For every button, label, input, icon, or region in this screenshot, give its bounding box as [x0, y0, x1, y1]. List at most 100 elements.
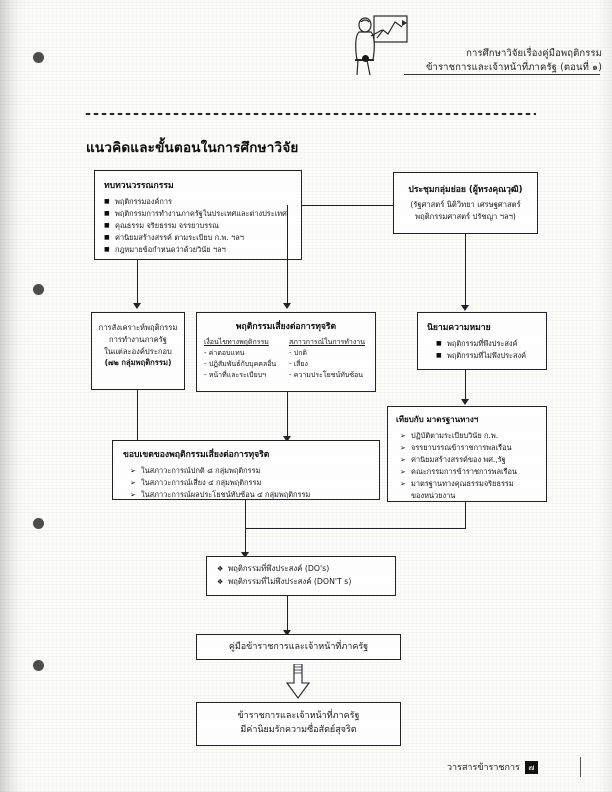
- column-header: เงื่อนไขทางพฤติกรรม: [204, 338, 269, 346]
- node-text: คู่มือข้าราชการและเจ้าหน้าที่ภาครัฐ: [228, 642, 369, 652]
- bullet-arrow-icon: ➢: [400, 455, 406, 464]
- bullet-arrow-icon: ➢: [130, 467, 136, 475]
- page-footer: วารสารข้าราชการ ๗: [447, 760, 538, 774]
- standards-list: ➢ปฏิบัติตามระเบียบวินัย ก.พ. ➢จรรยาบรรณข…: [400, 430, 538, 502]
- cell: - หน้าที่และระเบียบฯ: [204, 370, 267, 379]
- cell: - ความประโยชน์ทับซ้อน: [289, 370, 364, 379]
- node-corruption-risk-behaviour: พฤติกรรมเสี่ยงต่อการทุจริต เงื่อนไขทางพฤ…: [196, 312, 376, 392]
- down-arrow-icon: [461, 305, 469, 311]
- node-text: ในแต่ละองค์ประกอบ: [104, 346, 172, 356]
- node-title: ขอบเขตของพฤติกรรมเสี่ยงต่อการทุจริต: [123, 450, 270, 460]
- dos-donts-list: ❖พฤติกรรมที่พึงประสงค์ (DO's) ❖พฤติกรรมท…: [217, 563, 385, 588]
- list-item: ■คุณธรรม จริยธรรม จรรยาบรรณ: [104, 220, 220, 230]
- list-item: ➢ค่านิยมสร้างสรรค์ของ พศ.,รัฐ: [400, 454, 538, 466]
- node-text: (๗๒ กลุ่มพฤติกรรม): [104, 358, 172, 368]
- bullet-square-icon: ■: [104, 233, 110, 241]
- list-item: ของหน่วยงาน: [411, 490, 456, 500]
- bullet-square-icon: ■: [104, 198, 110, 205]
- header-title-line2: ข้าราชการและเจ้าหน้าที่ภาครัฐ (ตอนที่ ๑): [425, 61, 602, 73]
- punch-hole-icon: [33, 518, 44, 529]
- bullet-arrow-icon: ➢: [400, 467, 406, 476]
- bullet-square-icon: ■: [436, 351, 442, 359]
- bullet-arrow-icon: ➢: [130, 490, 136, 499]
- bullet-arrow-icon: ➢: [130, 478, 136, 487]
- list-item: ➢ปฏิบัติตามระเบียบวินัย ก.พ.: [400, 430, 538, 442]
- dotted-divider: [84, 112, 536, 116]
- node-title: ทบทวนวรรณกรรม: [104, 181, 174, 191]
- node-expert-focus-group: ประชุมกลุ่มย่อย (ผู้ทรงคุณวุฒิ) (รัฐศาสต…: [393, 172, 538, 234]
- connector: [465, 502, 466, 528]
- bullet-arrow-icon: ➢: [400, 432, 406, 440]
- node-title: เทียบกับ มาตรฐานทางฯ: [396, 415, 479, 424]
- connector: [287, 596, 288, 634]
- bullet-square-icon: ■: [104, 245, 110, 253]
- down-arrow-icon: [283, 303, 291, 309]
- header-rule: [404, 74, 600, 75]
- list-item: ❖พฤติกรรมที่ไม่พึงประสงค์ (DON'T s): [217, 576, 385, 589]
- node-literature-review: ทบทวนวรรณกรรม ■พฤติกรรมองค์การ ■พฤติกรรม…: [94, 170, 302, 260]
- header-title: การศึกษาวิจัยเรื่องคู่มือพฤติกรรม ข้าราช…: [402, 47, 602, 75]
- node-title: นิยามความหมาย: [427, 323, 491, 333]
- connector: [287, 392, 288, 440]
- node-text: การสังเคราะห์พฤติกรรม: [98, 323, 178, 332]
- list-item: ➢มาตรฐานทางคุณธรรมจริยธรรม: [400, 478, 538, 490]
- down-arrow-icon: [241, 552, 249, 558]
- cell: - ค่าตอบแทน: [204, 348, 245, 357]
- list-item: ➢คณะกรรมการข้าราชการพลเรือน: [400, 466, 538, 478]
- list-item: ■พฤติกรรมที่ไม่พึงประสงค์: [436, 350, 527, 360]
- list-item: ■กฎหมายข้อกำหนดว่าด้วยวินัย ฯลฯ: [104, 244, 226, 254]
- bullet-diamond-icon: ❖: [217, 565, 224, 573]
- list-item: ■ค่านิยมสร้างสรรค์ ตามระเบียบ ก.พ. ฯลฯ: [104, 232, 244, 242]
- bullet-square-icon: ■: [436, 340, 442, 347]
- node-text: พฤติกรรมศาสตร์ ปรัชญา ฯลฯ): [415, 211, 516, 221]
- block-arrow-icon: [285, 664, 311, 699]
- footer-rule: [580, 757, 581, 777]
- node-text: การทำงานภาครัฐ: [109, 334, 167, 344]
- node-dos-and-donts: ❖พฤติกรรมที่พึงประสงค์ (DO's) ❖พฤติกรรมท…: [206, 556, 396, 596]
- node-title: พฤติกรรมเสี่ยงต่อการทุจริต: [235, 322, 337, 332]
- bullet-arrow-icon: ➢: [400, 443, 406, 452]
- list-item: ❖พฤติกรรมที่พึงประสงค์ (DO's): [217, 563, 385, 576]
- literature-review-list: ■พฤติกรรมองค์การ ■พฤติกรรมการทำงานภาครัฐ…: [104, 196, 292, 256]
- header-title-line1: การศึกษาวิจัยเรื่องคู่มือพฤติกรรม: [466, 48, 602, 59]
- connector: [137, 390, 138, 445]
- node-text: ข้าราชการและเจ้าหน้าที่ภาครัฐ: [237, 711, 360, 721]
- node-definitions: นิยามความหมาย ■พฤติกรรมที่พึงประสงค์ ■พฤ…: [417, 312, 547, 370]
- down-arrow-icon: [133, 303, 141, 309]
- cell: - เสี่ยง: [289, 359, 308, 368]
- header-bullet-dot: [362, 55, 369, 62]
- bullet-square-icon: ■: [104, 209, 110, 217]
- page-title: แนวคิดและขั้นตอนในการศึกษาวิจัย: [86, 140, 299, 156]
- down-arrow-icon: [461, 399, 469, 405]
- punch-hole-icon: [33, 52, 44, 63]
- footer-label: วารสารข้าราชการ: [447, 763, 520, 773]
- node-text: มีค่านิยมรักความซื่อสัตย์สุจริต: [240, 724, 357, 735]
- column-header: สภาวการณ์ในการทำงาน: [289, 338, 365, 346]
- list-item: ➢ในสภาวะการณ์ปกติ ๘ กลุ่มพฤติกรรม: [130, 465, 369, 477]
- list-item: ■พฤติกรรมที่พึงประสงค์: [436, 339, 518, 348]
- node-scope: ขอบเขตของพฤติกรรมเสี่ยงต่อการทุจริต ➢ในส…: [112, 440, 380, 500]
- list-item: ■พฤติกรรมองค์การ: [104, 197, 173, 206]
- node-outcome: ข้าราชการและเจ้าหน้าที่ภาครัฐ มีค่านิยมร…: [196, 702, 401, 746]
- connector: [245, 528, 466, 529]
- list-item: ■พฤติกรรมการทำงานภาครัฐในประเทศและต่างปร…: [104, 208, 287, 218]
- list-item: ➢ในสภาวะการณ์เสี่ยง ๔ กลุ่มพฤติกรรม: [130, 477, 369, 489]
- node-text: (รัฐศาสตร์ นิติวิทยา เศรษฐศาสตร์: [410, 200, 521, 209]
- bullet-arrow-icon: ➢: [400, 479, 406, 488]
- punch-hole-icon: [33, 660, 44, 671]
- node-standards-comparison: เทียบกับ มาตรฐานทางฯ ➢ปฏิบัติตามระเบียบว…: [387, 406, 547, 502]
- connector: [465, 370, 466, 403]
- cell: - ปฏิสัมพันธ์กับบุคคลอื่น: [204, 359, 277, 368]
- connector: [137, 260, 138, 307]
- bullet-square-icon: ■: [104, 221, 110, 229]
- node-title: ประชุมกลุ่มย่อย (ผู้ทรงคุณวุฒิ): [408, 185, 523, 195]
- connector: [302, 205, 393, 206]
- definitions-list: ■พฤติกรรมที่พึงประสงค์ ■พฤติกรรมที่ไม่พึ…: [436, 338, 537, 362]
- down-arrow-icon: [283, 436, 291, 442]
- list-item: ➢ในสภาวะการณ์ผลประโยชน์ทับซ้อน ๔ กลุ่มพฤ…: [130, 489, 369, 501]
- connector: [287, 205, 288, 307]
- node-manual: คู่มือข้าราชการและเจ้าหน้าที่ภาครัฐ: [196, 634, 401, 660]
- scope-list: ➢ในสภาวะการณ์ปกติ ๘ กลุ่มพฤติกรรม ➢ในสภา…: [130, 465, 369, 501]
